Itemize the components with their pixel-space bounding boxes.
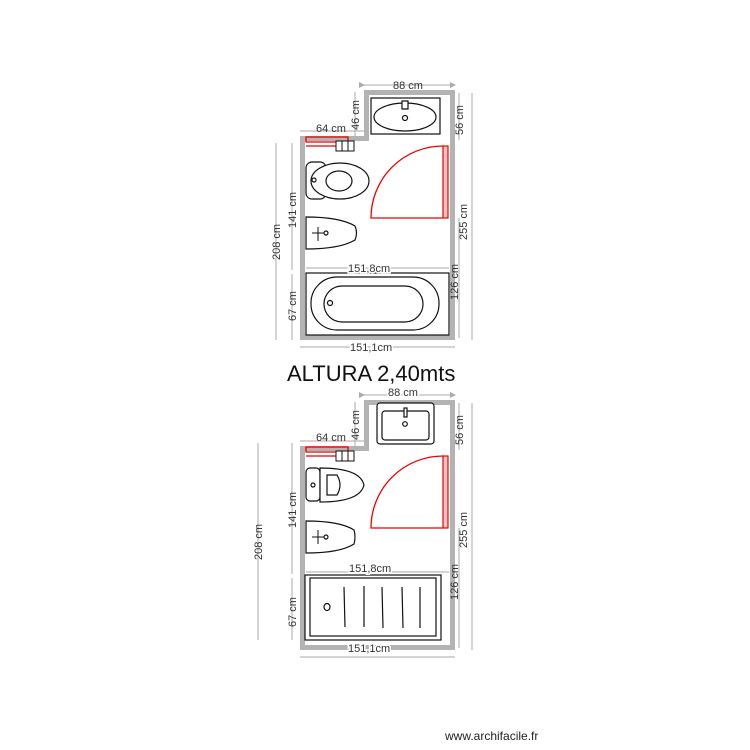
dim-left-top-width: 64 cm — [316, 432, 346, 444]
bidet-icon — [305, 520, 356, 554]
dim-left-lower: 67 cm — [287, 291, 299, 321]
dim-left-lower: 67 cm — [287, 597, 299, 627]
plan-shower: 88 cm 64 cm 46 cm 56 cm 255 cm 208 cm 14… — [253, 386, 473, 658]
watermark: www.archifacile.fr — [444, 729, 538, 743]
dim-right-upper: 56 cm — [454, 105, 466, 135]
dim-left-total: 208 cm — [271, 224, 283, 260]
washbasin-icon — [370, 97, 441, 135]
dim-top-width: 88 cm — [393, 80, 423, 92]
dim-right-upper: 56 cm — [454, 415, 466, 445]
dim-step-height: 46 cm — [350, 410, 362, 440]
dim-inner-width: 151,8cm — [348, 263, 390, 275]
dim-left-total: 208 cm — [253, 524, 265, 560]
plan-bathtub: 88 cm 64 cm 46 cm 56 cm 255 cm 208 cm 14… — [271, 80, 473, 356]
dim-step-height: 46 cm — [350, 100, 362, 130]
dimension-lines — [257, 392, 473, 658]
washbasin-icon — [376, 402, 435, 445]
dim-top-width: 88 cm — [388, 387, 418, 399]
dimension-lines — [275, 82, 473, 348]
dim-left-top-width: 64 cm — [316, 123, 346, 135]
dim-inner-width: 151,8cm — [349, 563, 391, 575]
dim-right-total: 255 cm — [458, 204, 470, 240]
toilet-icon — [305, 161, 370, 200]
dim-right-lower: 126 cm — [449, 564, 461, 600]
dim-right-lower: 126 cm — [449, 264, 461, 300]
dim-left-upper: 141 cm — [287, 492, 299, 528]
dim-right-total: 255 cm — [458, 512, 470, 548]
toilet-icon — [305, 467, 365, 503]
shower-tray-icon — [304, 574, 442, 641]
height-title: ALTURA 2,40mts — [287, 361, 455, 386]
bathtub-icon — [305, 272, 450, 336]
dim-left-upper: 141 cm — [287, 192, 299, 228]
bidet-icon — [305, 216, 358, 250]
dim-bottom-width: 151,1cm — [350, 342, 392, 354]
dim-bottom-width: 151,1cm — [348, 643, 390, 655]
